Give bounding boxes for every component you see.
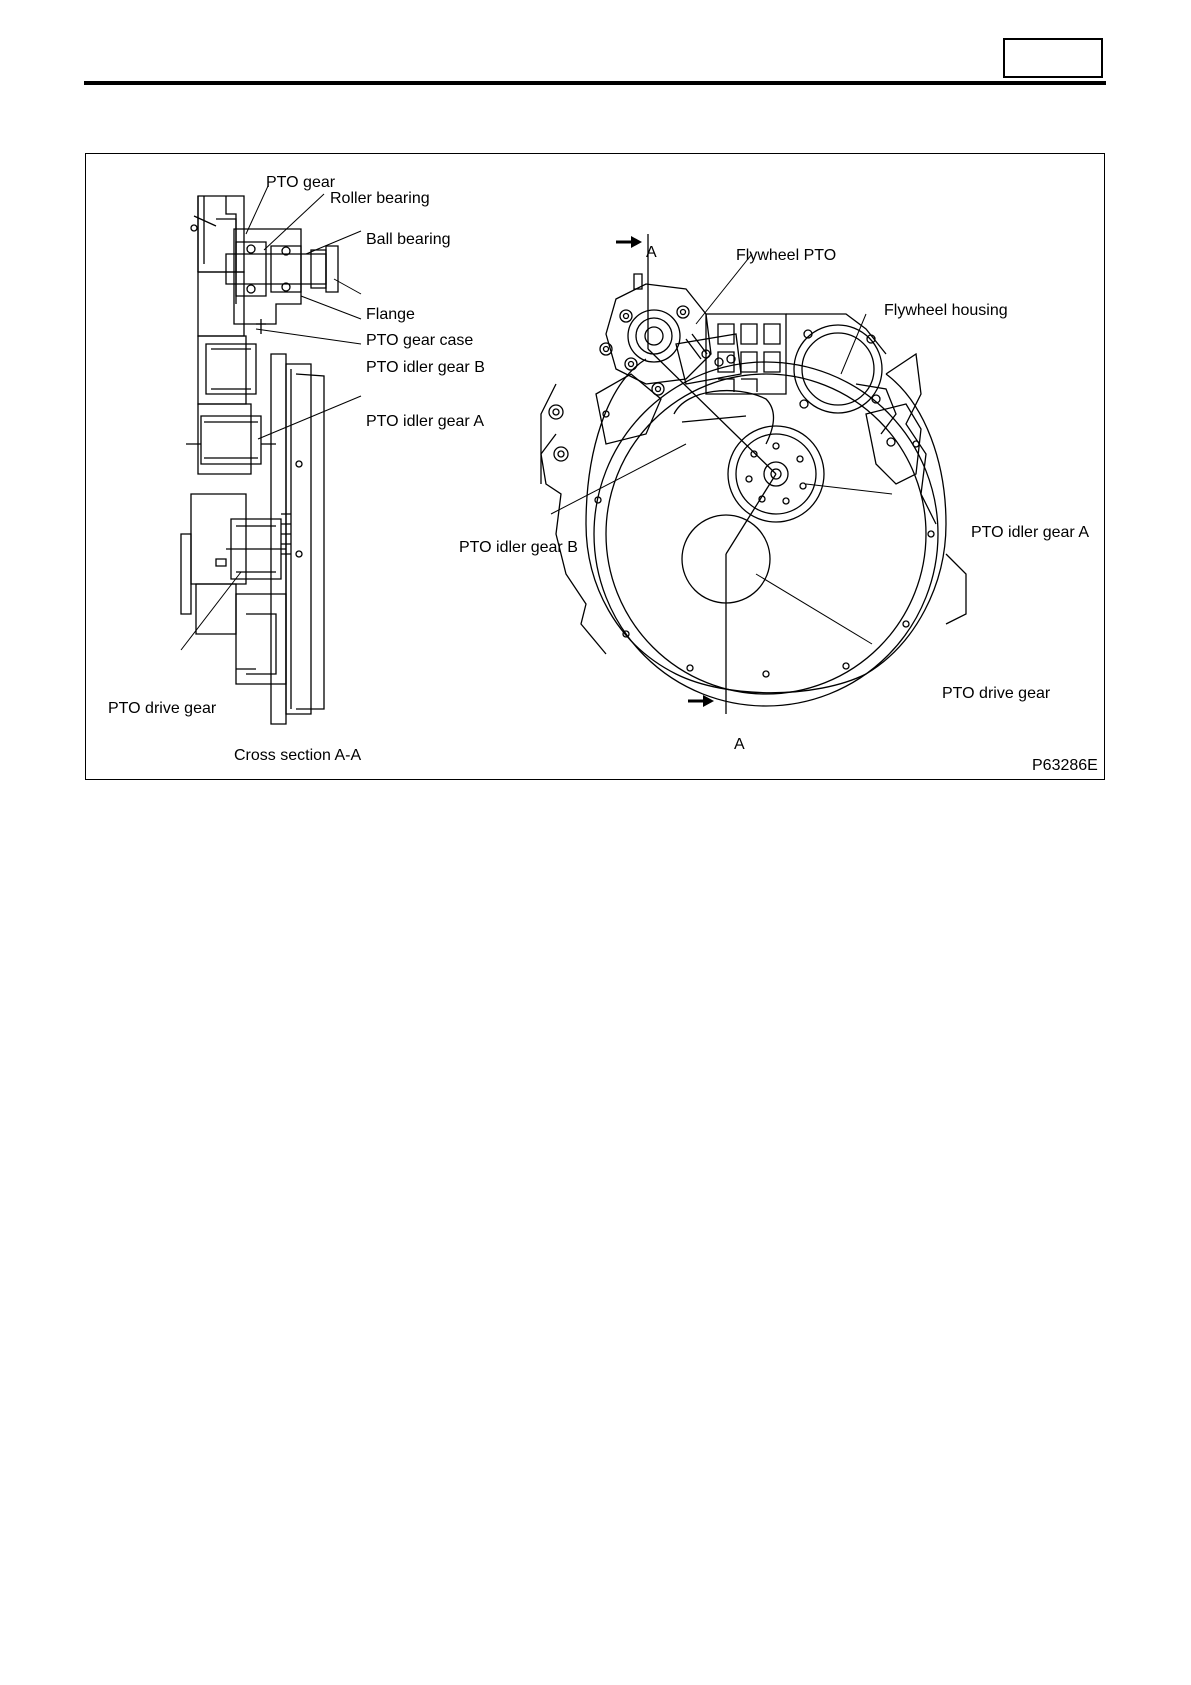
label-flange: Flange xyxy=(366,306,415,324)
page-number-box xyxy=(1003,38,1103,78)
label-pto-idler-gear-b-left: PTO idler gear B xyxy=(366,359,485,377)
label-figure-id: P63286E xyxy=(1032,757,1098,775)
label-pto-idler-gear-b-right: PTO idler gear B xyxy=(459,539,578,557)
label-flywheel-pto: Flywheel PTO xyxy=(736,247,836,265)
label-pto-drive-gear-right: PTO drive gear xyxy=(942,685,1050,703)
label-section-mark-top: A xyxy=(646,244,657,262)
header-rule xyxy=(84,81,1106,85)
label-flywheel-housing: Flywheel housing xyxy=(884,302,1008,320)
label-pto-gear-case: PTO gear case xyxy=(366,332,473,350)
front-view-drawing xyxy=(541,274,966,706)
label-pto-gear: PTO gear xyxy=(266,174,335,192)
section-line xyxy=(616,234,776,714)
label-roller-bearing: Roller bearing xyxy=(330,190,430,208)
label-pto-idler-gear-a-left: PTO idler gear A xyxy=(366,413,484,431)
label-pto-drive-gear-left: PTO drive gear xyxy=(108,700,216,718)
label-section-mark-bottom: A xyxy=(734,736,745,754)
figure-frame: PTO gear Roller bearing Ball bearing Fla… xyxy=(85,153,1105,780)
label-pto-idler-gear-a-right: PTO idler gear A xyxy=(971,524,1089,542)
label-ball-bearing: Ball bearing xyxy=(366,231,451,249)
label-cross-section-caption: Cross section A-A xyxy=(234,747,361,765)
cross-section-drawing xyxy=(181,196,338,724)
